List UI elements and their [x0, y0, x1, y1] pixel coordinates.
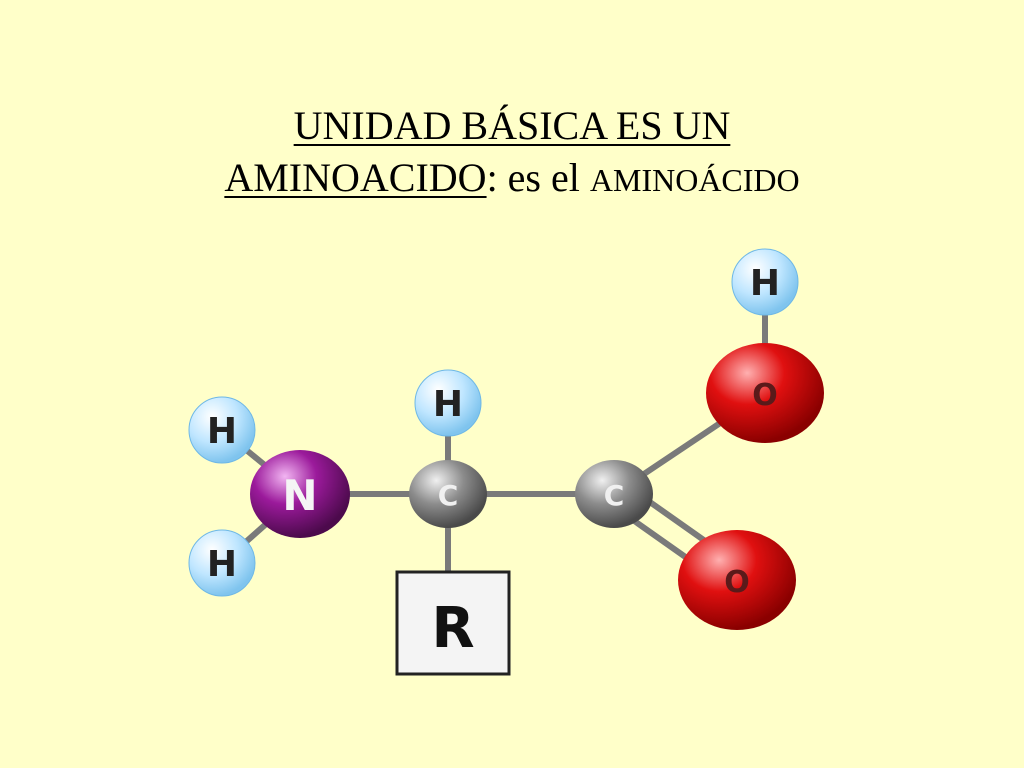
atom-h-alpha-label: H — [433, 384, 463, 425]
atom-h-amine-bottom: H — [188, 529, 256, 597]
atom-h-amine-bottom-label: H — [207, 544, 237, 585]
title-small-caps-word: AMINOÁCIDO — [589, 162, 800, 198]
atom-o-hydroxyl-label: O — [752, 378, 778, 413]
title-line-1: UNIDAD BÁSICA ES UN — [0, 100, 1024, 152]
r-group: R — [395, 570, 511, 676]
atom-c-carboxyl: C — [575, 460, 653, 528]
atom-nitrogen: N — [250, 450, 350, 538]
atom-h-hydroxyl: H — [731, 248, 799, 316]
atom-c-alpha: C — [409, 460, 487, 528]
page-title: UNIDAD BÁSICA ES UN AMINOACIDO: es el AM… — [0, 100, 1024, 206]
atom-h-amine-top: H — [188, 396, 256, 464]
r-group-label: R — [431, 596, 474, 661]
atom-nitrogen-label: N — [282, 471, 317, 520]
atom-o-hydroxyl: O — [706, 343, 824, 443]
title-connector: : es el — [486, 155, 590, 200]
atom-h-alpha: H — [414, 369, 482, 437]
atom-h-amine-top-label: H — [207, 411, 237, 452]
atom-o-carbonyl: O — [678, 530, 796, 630]
atom-o-carbonyl-label: O — [724, 565, 750, 600]
atom-c-carboxyl-label: C — [604, 479, 625, 512]
atom-c-alpha-label: C — [438, 479, 459, 512]
bonds — [219, 279, 768, 590]
r-group-box — [395, 570, 511, 676]
title-underlined-word: AMINOACIDO — [224, 155, 487, 200]
atom-h-hydroxyl-label: H — [750, 263, 780, 304]
title-line-1-text: UNIDAD BÁSICA ES UN — [293, 103, 731, 148]
title-line-2: AMINOACIDO: es el AMINOÁCIDO — [0, 152, 1024, 206]
